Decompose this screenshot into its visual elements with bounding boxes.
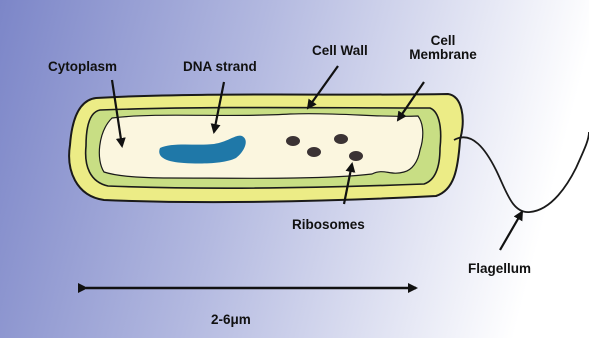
label-scale: 2-6μm xyxy=(211,313,251,327)
label-dna-strand: DNA strand xyxy=(183,60,257,74)
label-cell-membrane: Cell Membrane xyxy=(397,34,489,62)
label-cell-membrane-line1: Cell xyxy=(397,34,489,48)
label-ribosomes: Ribosomes xyxy=(292,218,365,232)
label-flagellum: Flagellum xyxy=(468,262,531,276)
label-cytoplasm: Cytoplasm xyxy=(48,60,117,74)
ribosome xyxy=(307,147,321,157)
ribosome xyxy=(286,136,300,146)
label-cell-membrane-line2: Membrane xyxy=(397,48,489,62)
ribosome xyxy=(334,134,348,144)
label-cell-wall: Cell Wall xyxy=(312,44,368,58)
ribosome xyxy=(349,151,363,161)
cytoplasm-region xyxy=(99,114,422,179)
